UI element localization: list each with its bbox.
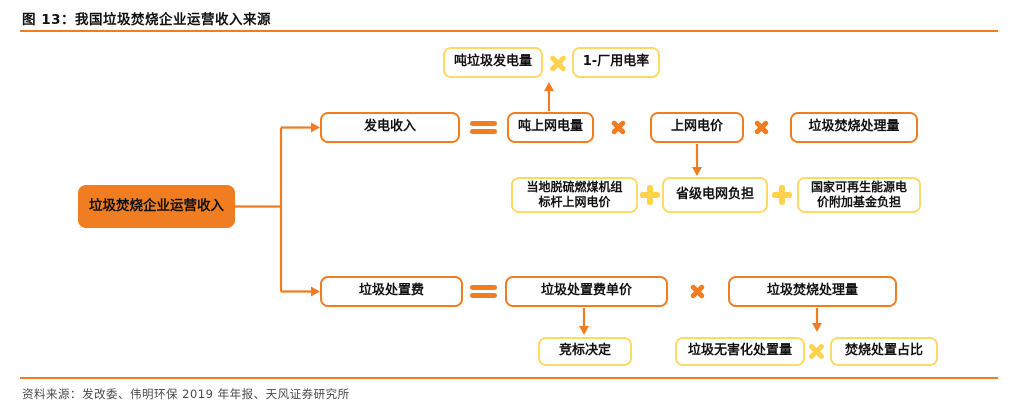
plus-icon (640, 185, 660, 205)
multiply-icon (548, 53, 568, 73)
node-waste-incineration-volume: 垃圾焚烧处理量 (790, 112, 918, 143)
node-incineration-disposal-ratio: 焚烧处置占比 (830, 337, 938, 366)
node-ton-waste-power-generation: 吨垃圾发电量 (443, 47, 543, 78)
node-total-operating-revenue: 垃圾焚烧企业运营收入 (78, 185, 235, 228)
figure-title: 图 13：我国垃圾焚烧企业运营收入来源 (22, 12, 271, 28)
multiply-icon (610, 119, 627, 136)
plus-icon (772, 185, 792, 205)
node-bidding-decided: 竞标决定 (538, 337, 632, 366)
equals-icon (470, 284, 497, 299)
node-power-generation-income: 发电收入 (320, 112, 460, 143)
node-on-grid-price: 上网电价 (650, 112, 744, 143)
node-ton-on-grid-power: 吨上网电量 (507, 112, 594, 143)
source-note: 资料来源：发改委、伟明环保 2019 年年报、天风证券研究所 (22, 387, 350, 401)
multiply-icon (689, 283, 706, 300)
node-waste-disposal-fee: 垃圾处置费 (320, 276, 463, 307)
node-one-minus-plant-use-rate: 1-厂用电率 (572, 47, 660, 78)
bottom-divider (20, 377, 998, 379)
multiply-icon (807, 342, 826, 361)
node-waste-incineration-volume-2: 垃圾焚烧处理量 (728, 276, 897, 307)
node-disposal-fee-unit-price: 垃圾处置费单价 (505, 276, 668, 307)
node-benchmark-on-grid-price: 当地脱硫燃煤机组 标杆上网电价 (511, 177, 638, 213)
node-harmless-disposal-volume: 垃圾无害化处置量 (675, 337, 805, 366)
top-divider (20, 30, 998, 32)
node-provincial-grid-burden: 省级电网负担 (662, 177, 768, 213)
multiply-icon (753, 119, 770, 136)
equals-icon (470, 120, 497, 135)
node-national-renewable-fund-burden: 国家可再生能源电 价附加基金负担 (797, 177, 921, 213)
